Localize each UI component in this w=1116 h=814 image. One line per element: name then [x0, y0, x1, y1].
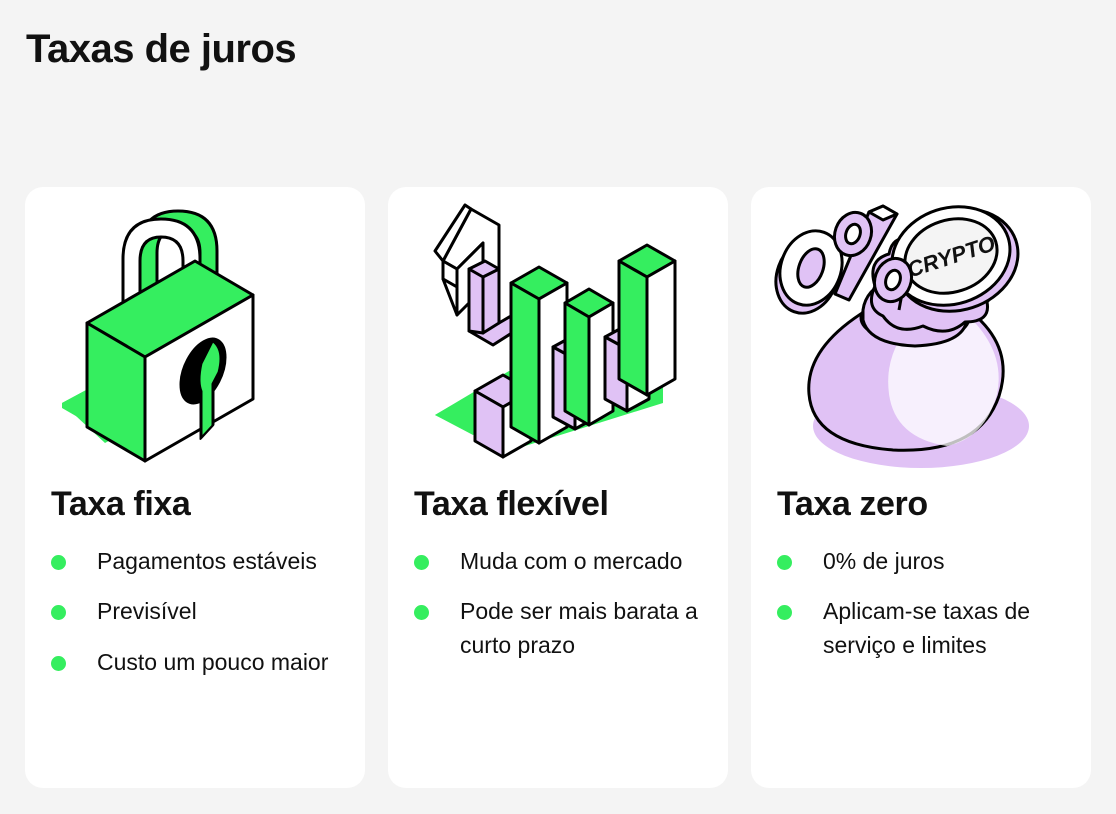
list-item-label: Custo um pouco maior: [97, 649, 329, 676]
list-item-label: Muda com o mercado: [460, 547, 683, 574]
card-taxa-fixa: Taxa fixa Pagamentos estáveis Previsível…: [25, 187, 365, 788]
card-taxa-flexivel: Taxa flexível Muda com o mercado Pode se…: [388, 187, 728, 788]
list-item: Custo um pouco maior: [51, 646, 347, 680]
list-item: Pode ser mais barata a curto prazo: [414, 595, 710, 663]
cards-container: Taxa fixa Pagamentos estáveis Previsível…: [25, 187, 1091, 788]
page-title: Taxas de juros: [26, 27, 297, 71]
bullet-dot-icon: [51, 554, 66, 570]
bullet-dot-icon: [777, 554, 792, 570]
card-body: Taxa fixa Pagamentos estáveis Previsível…: [51, 485, 347, 680]
card-heading: Taxa flexível: [414, 485, 609, 523]
card-body: Taxa flexível Muda com o mercado Pode se…: [414, 485, 710, 663]
bullet-dot-icon: [51, 656, 66, 672]
list-item: Aplicam-se taxas de serviço e limites: [777, 595, 1073, 663]
list-item: Muda com o mercado: [414, 545, 710, 579]
list-item-label: 0% de juros: [823, 547, 945, 574]
benefit-list: Muda com o mercado Pode ser mais barata …: [414, 545, 710, 663]
list-item: 0% de juros: [777, 545, 1073, 579]
card-heading: Taxa fixa: [51, 485, 191, 523]
bar-chart-arrows-isometric-icon: [388, 195, 728, 475]
bullet-dot-icon: [414, 605, 429, 621]
money-bag-crypto-isometric-icon: CRYPTO: [751, 195, 1091, 475]
list-item-label: Pode ser mais barata a curto prazo: [460, 598, 698, 659]
benefit-list: 0% de juros Aplicam-se taxas de serviço …: [777, 545, 1073, 663]
card-body: Taxa zero 0% de juros Aplicam-se taxas d…: [777, 485, 1073, 663]
card-taxa-zero: CRYPTO: [751, 187, 1091, 788]
list-item: Previsível: [51, 595, 347, 629]
bullet-dot-icon: [777, 605, 792, 621]
list-item: Pagamentos estáveis: [51, 545, 347, 579]
padlock-isometric-icon: [25, 195, 365, 475]
list-item-label: Pagamentos estáveis: [97, 547, 317, 574]
bullet-dot-icon: [51, 605, 66, 621]
list-item-label: Previsível: [97, 598, 197, 625]
benefit-list: Pagamentos estáveis Previsível Custo um …: [51, 545, 347, 680]
bullet-dot-icon: [414, 554, 429, 570]
card-heading: Taxa zero: [777, 485, 928, 523]
list-item-label: Aplicam-se taxas de serviço e limites: [823, 598, 1031, 659]
